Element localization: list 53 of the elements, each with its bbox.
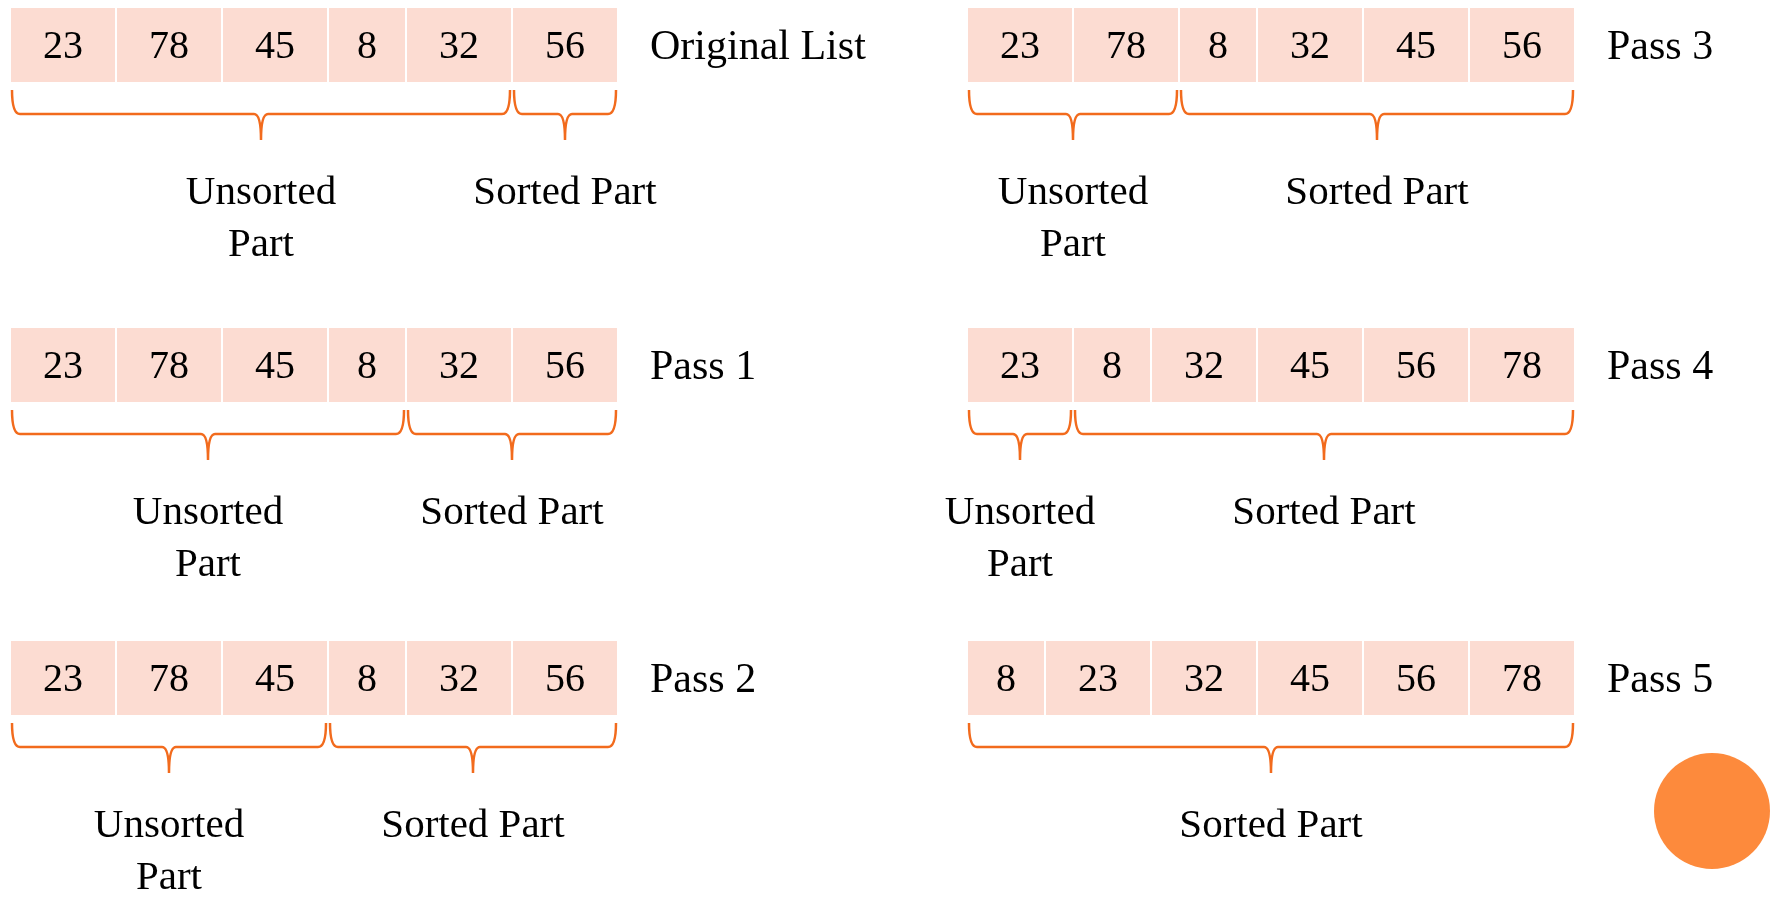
number-cell: 78 bbox=[1470, 641, 1574, 715]
number-cell: 23 bbox=[11, 8, 115, 82]
number-cell: 56 bbox=[1470, 8, 1574, 82]
brace-label: Unsorted Part bbox=[131, 486, 285, 587]
number-cell: 32 bbox=[407, 328, 511, 402]
number-cell: 56 bbox=[1364, 641, 1468, 715]
number-cell: 78 bbox=[117, 8, 221, 82]
number-cell: 8 bbox=[329, 641, 405, 715]
number-cell: 78 bbox=[1470, 328, 1574, 402]
brace-label: Unsorted Part bbox=[943, 486, 1097, 587]
number-cell: 8 bbox=[329, 8, 405, 82]
number-cell: 45 bbox=[223, 328, 327, 402]
number-cell: 8 bbox=[1180, 8, 1256, 82]
number-cell: 45 bbox=[223, 641, 327, 715]
brace-label: Sorted Part bbox=[1231, 486, 1417, 535]
brace-label: Sorted Part bbox=[380, 799, 566, 848]
brace-label: Sorted Part bbox=[1178, 799, 1364, 848]
number-cell: 8 bbox=[968, 641, 1044, 715]
row-title: Pass 5 bbox=[1607, 654, 1714, 703]
number-cell: 45 bbox=[1258, 328, 1362, 402]
brace-label: Sorted Part bbox=[419, 486, 605, 535]
number-cell: 56 bbox=[513, 8, 617, 82]
number-cell: 23 bbox=[1046, 641, 1150, 715]
number-cell: 23 bbox=[11, 641, 115, 715]
number-cell: 45 bbox=[1258, 641, 1362, 715]
number-cell: 78 bbox=[117, 641, 221, 715]
number-cell: 32 bbox=[407, 8, 511, 82]
number-cell: 78 bbox=[117, 328, 221, 402]
number-cell: 32 bbox=[1258, 8, 1362, 82]
row-title: Pass 3 bbox=[1607, 21, 1714, 70]
number-cell: 56 bbox=[513, 641, 617, 715]
brace-label: Unsorted Part bbox=[92, 799, 246, 900]
row-title: Pass 1 bbox=[650, 341, 757, 390]
row-title: Pass 2 bbox=[650, 654, 757, 703]
row-title: Original List bbox=[650, 21, 866, 70]
number-cell: 23 bbox=[968, 8, 1072, 82]
number-cell: 56 bbox=[1364, 328, 1468, 402]
brace-label: Sorted Part bbox=[472, 166, 658, 215]
number-cell: 45 bbox=[1364, 8, 1468, 82]
row-title: Pass 4 bbox=[1607, 341, 1714, 390]
number-cell: 32 bbox=[1152, 641, 1256, 715]
brace-label: Unsorted Part bbox=[996, 166, 1150, 267]
brace-label: Sorted Part bbox=[1284, 166, 1470, 215]
number-cell: 8 bbox=[1074, 328, 1150, 402]
number-cell: 78 bbox=[1074, 8, 1178, 82]
brace-label: Unsorted Part bbox=[184, 166, 338, 267]
number-cell: 8 bbox=[329, 328, 405, 402]
number-cell: 32 bbox=[407, 641, 511, 715]
number-cell: 23 bbox=[11, 328, 115, 402]
number-cell: 56 bbox=[513, 328, 617, 402]
number-cell: 32 bbox=[1152, 328, 1256, 402]
number-cell: 45 bbox=[223, 8, 327, 82]
number-cell: 23 bbox=[968, 328, 1072, 402]
